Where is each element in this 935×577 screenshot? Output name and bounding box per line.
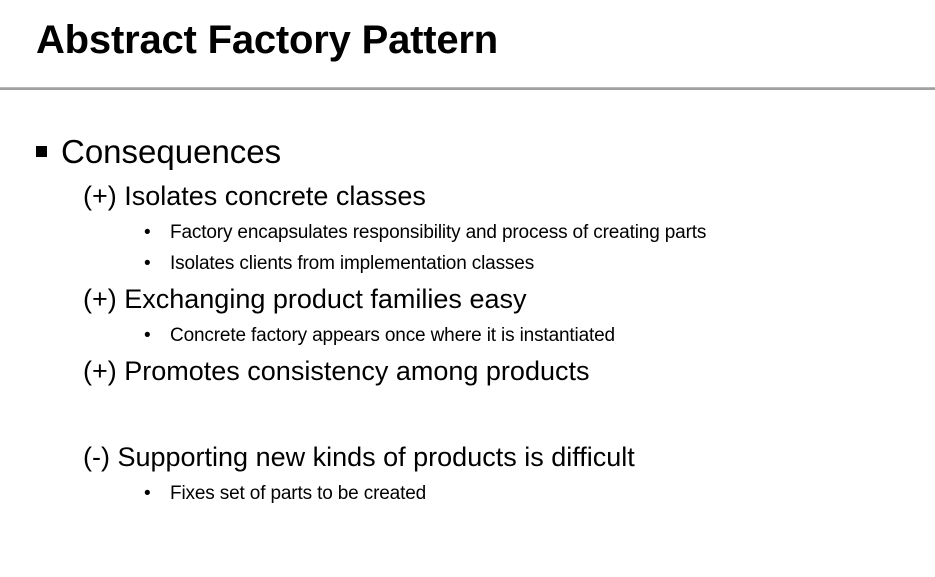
dot-bullet-icon: • bbox=[144, 483, 151, 504]
bullet-level1-consequences: Consequences bbox=[0, 128, 935, 176]
bullet-level3-item: • Factory encapsulates responsibility an… bbox=[0, 217, 935, 248]
bullet-level2-label: (+) Isolates concrete classes bbox=[83, 181, 426, 211]
bullet-level3-label: Isolates clients from implementation cla… bbox=[170, 253, 535, 274]
blank-line-spacer bbox=[0, 392, 935, 437]
dot-bullet-icon: • bbox=[144, 253, 151, 274]
bullet-level2-item: (+) Isolates concrete classes bbox=[0, 176, 935, 217]
bullet-level2-label: (+) Exchanging product families easy bbox=[83, 284, 527, 314]
bullet-level3-label: Factory encapsulates responsibility and … bbox=[170, 222, 707, 243]
bullet-level2-item: (-) Supporting new kinds of products is … bbox=[0, 437, 935, 478]
dot-bullet-icon: • bbox=[144, 325, 151, 346]
square-bullet-icon bbox=[36, 146, 47, 157]
bullet-level3-item: • Isolates clients from implementation c… bbox=[0, 248, 935, 279]
bullet-level2-label: (-) Supporting new kinds of products is … bbox=[83, 442, 635, 472]
bullet-level1-label: Consequences bbox=[61, 133, 282, 170]
bullet-level3-item: • Fixes set of parts to be created bbox=[0, 478, 935, 509]
bullet-level2-item: (+) Promotes consistency among products bbox=[0, 351, 935, 392]
page-title: Abstract Factory Pattern bbox=[36, 18, 498, 62]
slide-body: Consequences (+) Isolates concrete class… bbox=[0, 128, 935, 509]
dot-bullet-icon: • bbox=[144, 222, 151, 243]
bullet-level2-label: (+) Promotes consistency among products bbox=[83, 356, 590, 386]
bullet-level2-item: (+) Exchanging product families easy bbox=[0, 279, 935, 320]
bullet-level3-label: Fixes set of parts to be created bbox=[170, 483, 427, 504]
bullet-level3-item: • Concrete factory appears once where it… bbox=[0, 320, 935, 351]
bullet-level3-label: Concrete factory appears once where it i… bbox=[170, 325, 615, 346]
title-divider bbox=[0, 87, 935, 90]
